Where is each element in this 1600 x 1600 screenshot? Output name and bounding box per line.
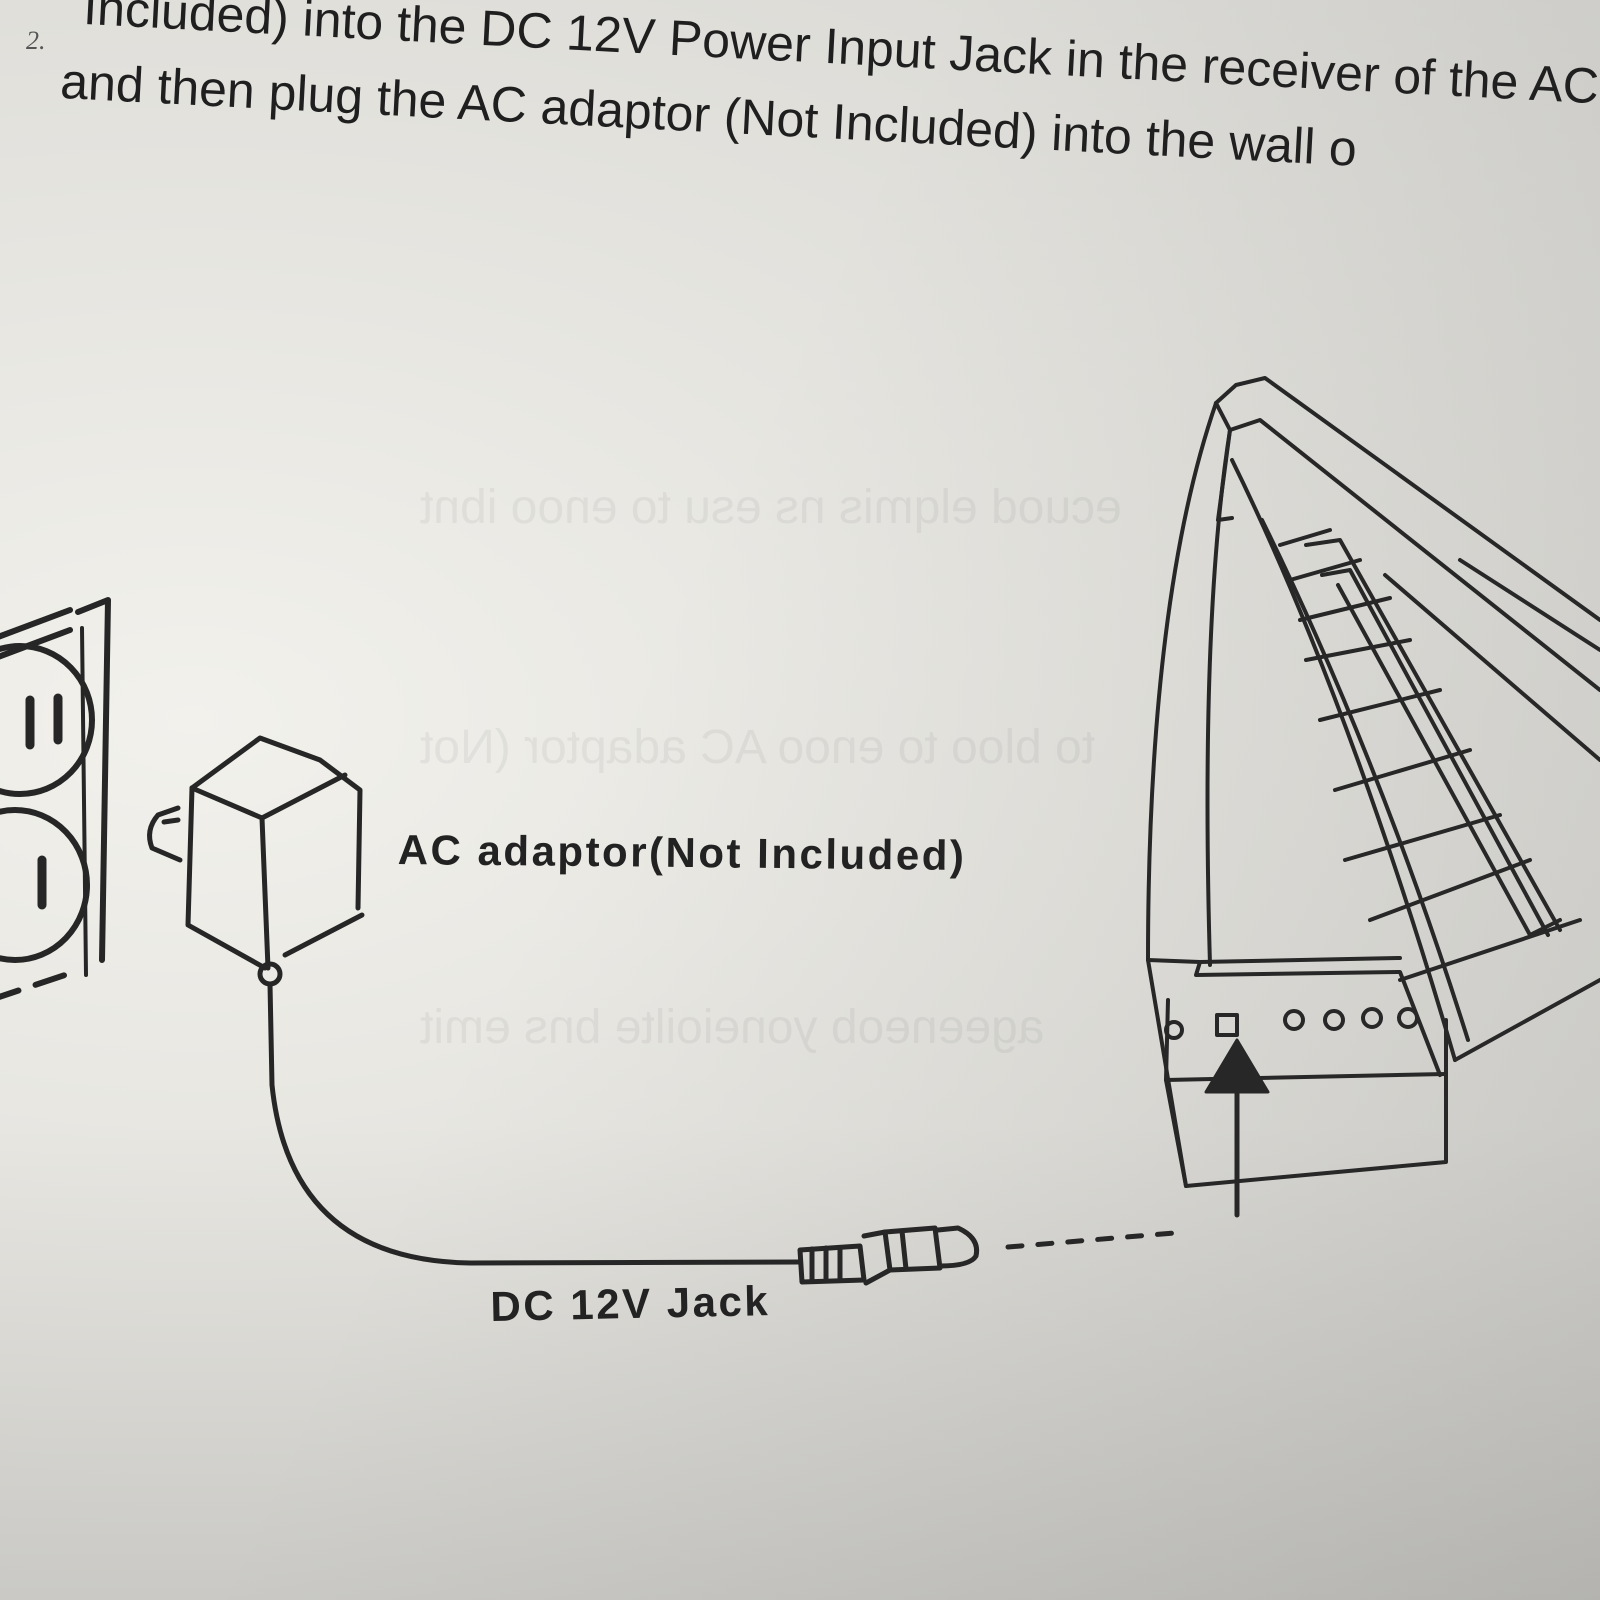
dc-cable	[267, 981, 803, 1266]
dc-jack-label: DC 12V Jack	[490, 1277, 771, 1330]
ac-adaptor-icon	[147, 735, 365, 987]
wall-outlet-icon	[0, 597, 111, 1000]
step-number: 2.	[26, 26, 46, 55]
insert-arrow-icon	[1204, 1038, 1270, 1218]
device-icon	[1146, 376, 1600, 1188]
ac-adaptor-label: AC adaptor(Not Included)	[397, 826, 967, 879]
dc-plug-icon	[797, 1225, 1189, 1286]
